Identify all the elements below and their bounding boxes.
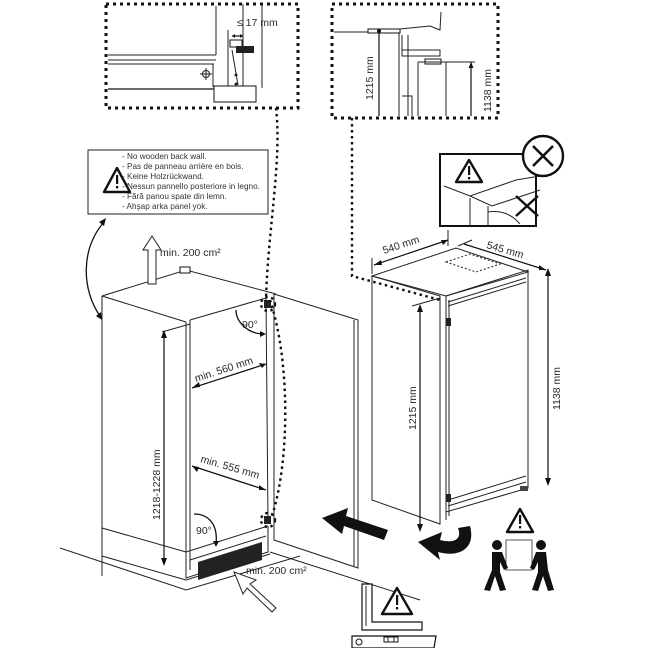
warning-line: - Keine Holzrückwand. <box>122 172 204 181</box>
warning-line: - Nessun pannello posteriore in legno. <box>122 182 260 191</box>
detail-frame-right <box>330 2 500 120</box>
ventilation-arrow-top: min. 200 cm² <box>142 235 221 285</box>
appliance-depth-dimension: 545 mm <box>457 239 547 271</box>
door-swing-arc <box>268 299 287 517</box>
no-wooden-back-wall-warning: - No wooden back wall. - Pas de panneau … <box>87 149 269 215</box>
ventilation-arrow-bottom: min. 200 cm² <box>233 565 307 613</box>
x-circle-icon <box>521 134 565 178</box>
screw-icon <box>200 68 212 80</box>
spirit-level-icon <box>351 635 437 649</box>
appliance-width-label: 540 mm <box>381 234 421 257</box>
section-height-1138-label: 1138 mm <box>482 69 494 112</box>
leveling-warning <box>351 583 437 649</box>
appliance-width-dimension: 540 mm <box>371 230 449 274</box>
appliance-height-label: 1215 mm <box>407 386 419 430</box>
niche-hinge-bottom <box>259 511 277 529</box>
hinge-plate <box>236 46 254 53</box>
refrigerator-appliance <box>370 247 530 525</box>
angle-top-marker: 90° <box>235 309 266 337</box>
appliance-depth-label: 545 mm <box>485 239 525 261</box>
vent-bottom-label: min. 200 cm² <box>246 565 307 577</box>
insert-direction-arrow <box>322 508 388 540</box>
detail-hinge-gap: ≤ 17 mm <box>104 2 300 110</box>
niche-width-bottom-label: min. 555 mm <box>199 453 261 481</box>
warning-line: - Pas de panneau arrière en bois. <box>122 162 244 171</box>
angle-top-label: 90° <box>242 319 258 331</box>
angle-bottom-label: 90° <box>196 525 212 537</box>
niche-height-label: 1218-1228 mm <box>151 449 163 520</box>
leader-line-right <box>350 118 441 302</box>
back-wall-pointer-arrow <box>85 218 106 320</box>
appliance-door-height-label: 1138 mm <box>551 367 563 410</box>
niche-width-top-label: min. 560 mm <box>193 355 255 385</box>
warning-triangle-icon <box>505 507 535 534</box>
niche-height-dimension: 1218-1228 mm <box>151 323 191 566</box>
warning-triangle-icon <box>102 166 132 194</box>
appliance-door-height-dimension: 1138 mm <box>545 268 563 486</box>
niche-hinge-top <box>259 295 277 313</box>
gap-label: ≤ 17 mm <box>237 17 278 29</box>
tilt-rotation-arrow <box>418 526 472 560</box>
section-height-1215-label: 1215 mm <box>364 56 376 100</box>
detail-height-section: 1215 mm 1138 mm <box>330 2 500 120</box>
niche-width-dimensions: min. 560 mm min. 555 mm <box>191 355 267 491</box>
warning-triangle-icon <box>454 158 484 184</box>
carpenter-square-icon <box>361 583 423 631</box>
x-mark-icon <box>515 195 539 217</box>
warning-triangle-icon <box>380 586 414 616</box>
two-person-lift-icon <box>484 507 554 591</box>
vent-top-label: min. 200 cm² <box>160 247 221 259</box>
ventilation-grille <box>198 542 262 580</box>
leader-line-left <box>264 107 279 299</box>
warning-line: - Fără panou spate din lemn. <box>122 192 227 201</box>
appliance-height-dimension: 1215 mm <box>407 297 441 532</box>
no-lift-by-door-inset <box>439 134 565 227</box>
warning-line: - No wooden back wall. <box>122 152 207 161</box>
angle-bottom-marker: 90° <box>193 513 219 547</box>
cabinet-door <box>273 293 359 569</box>
warning-line: - Ahşap arka panel yok. <box>122 202 208 211</box>
cabinet-niche <box>59 266 421 601</box>
detail-frame-left <box>104 2 300 110</box>
